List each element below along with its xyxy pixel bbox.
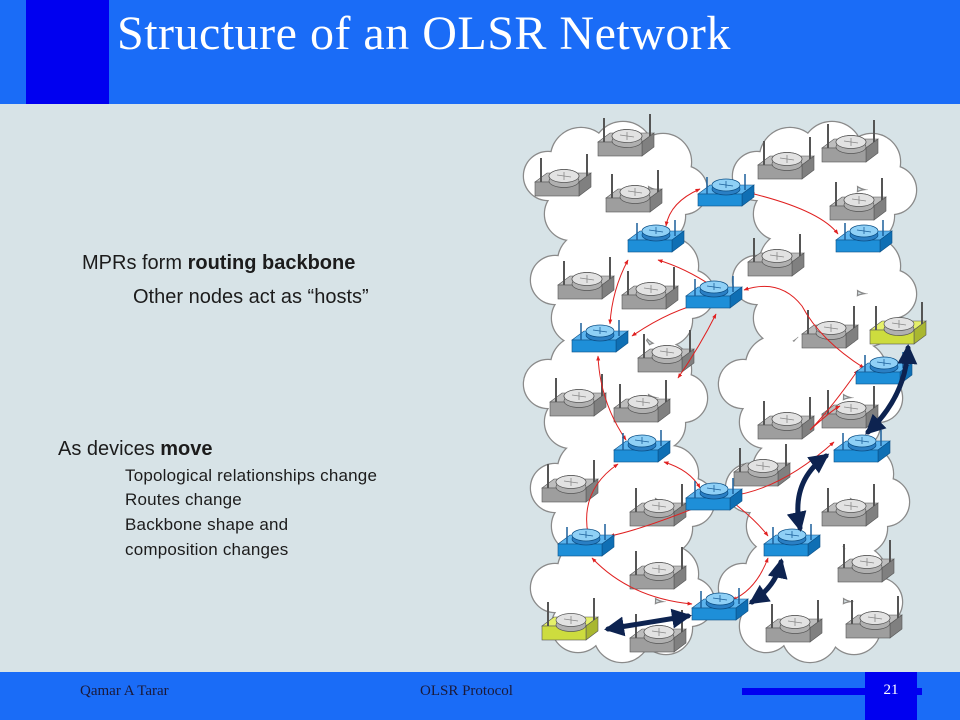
- mpr-router-icon: [835, 219, 893, 253]
- mpr-router-icon: [763, 523, 821, 557]
- bullet-devices-move: As devices move: [58, 438, 213, 460]
- subbullet-topology: Topological relationships change: [125, 466, 378, 485]
- subbullet-routes: Routes change: [125, 490, 242, 509]
- footer-author: Qamar A Tarar: [80, 683, 169, 699]
- bullet-hosts: Other nodes act as “hosts”: [133, 286, 369, 308]
- mpr-router-icon: [557, 523, 615, 557]
- mpr-router-icon: [627, 219, 685, 253]
- mpr-router-icon: [691, 587, 749, 621]
- mpr-router-icon: [613, 429, 671, 463]
- mpr-router-icon: [833, 429, 891, 463]
- mpr-router-icon: [685, 275, 743, 309]
- olsr-network-diagram: [522, 113, 927, 664]
- slide-title: Structure of an OLSR Network: [117, 7, 731, 60]
- page-number: 21: [883, 682, 899, 698]
- title-bar: [0, 0, 960, 104]
- subbullet-backbone-shape: Backbone shape and: [125, 515, 289, 534]
- page-number-box: 21: [865, 672, 917, 720]
- mpr-router-icon: [685, 477, 743, 511]
- mpr-router-icon: [571, 319, 629, 353]
- bullet-mpr-backbone: MPRs form routing backbone: [82, 252, 356, 274]
- mpr-router-icon: [697, 173, 755, 207]
- footer-accent-line: [742, 688, 922, 695]
- footer-title: OLSR Protocol: [420, 683, 513, 699]
- movement-arrows: [604, 344, 918, 637]
- subbullet-composition: composition changes: [125, 540, 289, 559]
- title-accent-block: [26, 0, 109, 104]
- routing-links: [585, 188, 865, 606]
- footer-bar: [0, 672, 960, 720]
